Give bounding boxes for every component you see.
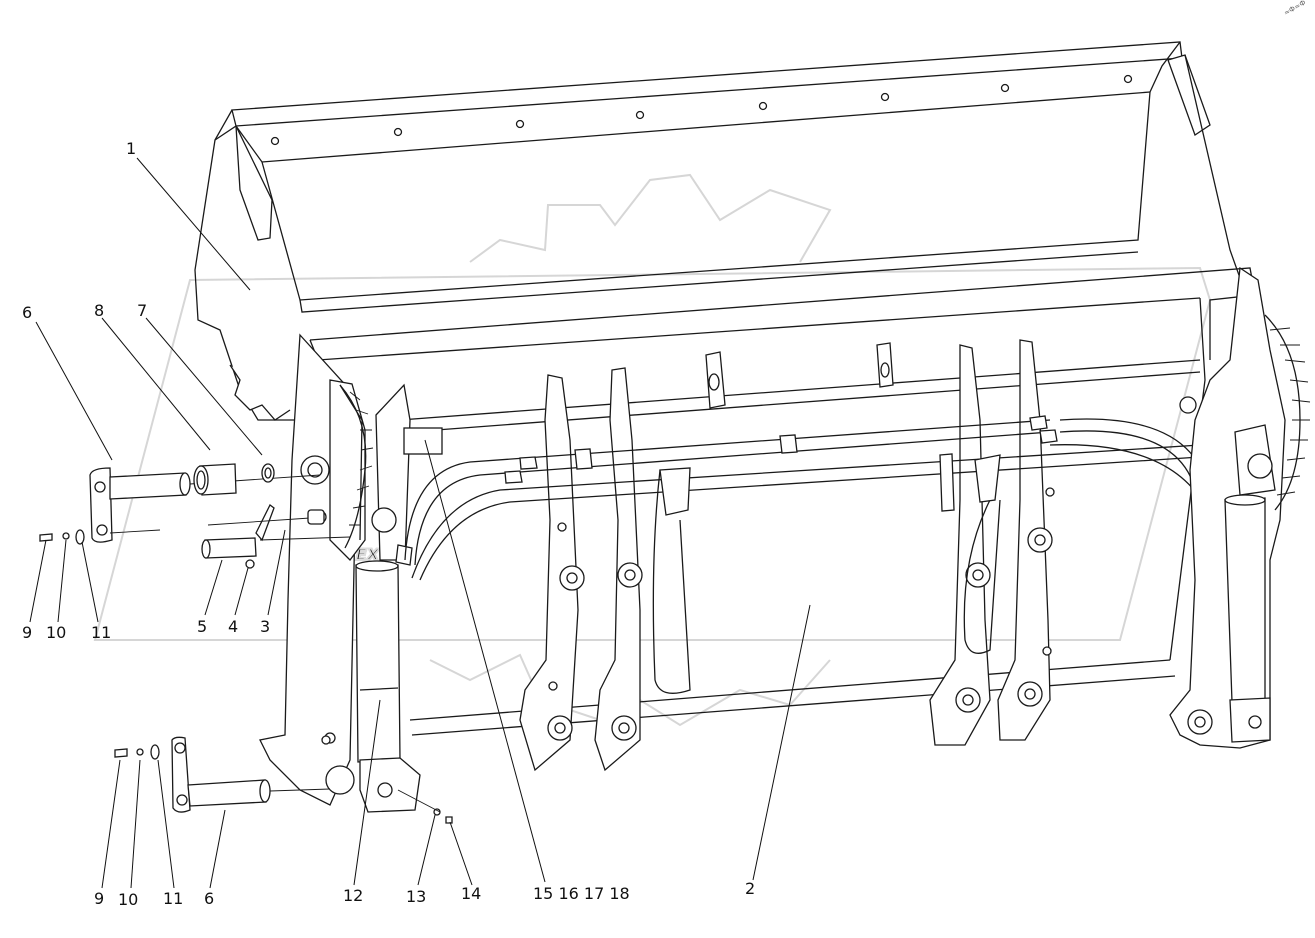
bucket-body (194, 41, 1261, 736)
exploded-pin-assembly-upper (39, 463, 351, 569)
callout-7: 7 (137, 301, 147, 320)
callout-6-upper: 6 (22, 303, 32, 322)
callout-14: 14 (461, 884, 481, 903)
callout-8: 8 (94, 301, 104, 320)
callout-labels: 1 6 8 7 9 10 11 5 4 3 9 10 11 6 12 13 14… (22, 139, 755, 909)
mounting-brackets (403, 339, 1055, 772)
callout-10-lower: 10 (118, 890, 138, 909)
callout-9-lower: 9 (94, 889, 104, 908)
hydraulic-hoses (404, 415, 1226, 694)
callout-2: 2 (745, 879, 755, 898)
right-mount-plate (1169, 266, 1311, 749)
callout-1: 1 (126, 139, 136, 158)
callout-15-16-17-18: 15 16 17 18 (533, 884, 630, 903)
callout-5: 5 (197, 617, 207, 636)
left-mount-plate (229, 333, 374, 806)
callout-12: 12 (343, 886, 363, 905)
callout-11-upper: 11 (91, 623, 111, 642)
callout-13: 13 (406, 887, 426, 906)
left-hydraulic-cylinder (355, 383, 421, 813)
callout-6-lower: 6 (204, 889, 214, 908)
exploded-pin-assembly-lower (114, 736, 453, 824)
callout-9-upper: 9 (22, 623, 32, 642)
callout-11-lower: 11 (163, 889, 183, 908)
callout-3: 3 (260, 617, 270, 636)
callout-4: 4 (228, 617, 238, 636)
leader-lines (29, 157, 811, 889)
callout-10-upper: 10 (46, 623, 66, 642)
